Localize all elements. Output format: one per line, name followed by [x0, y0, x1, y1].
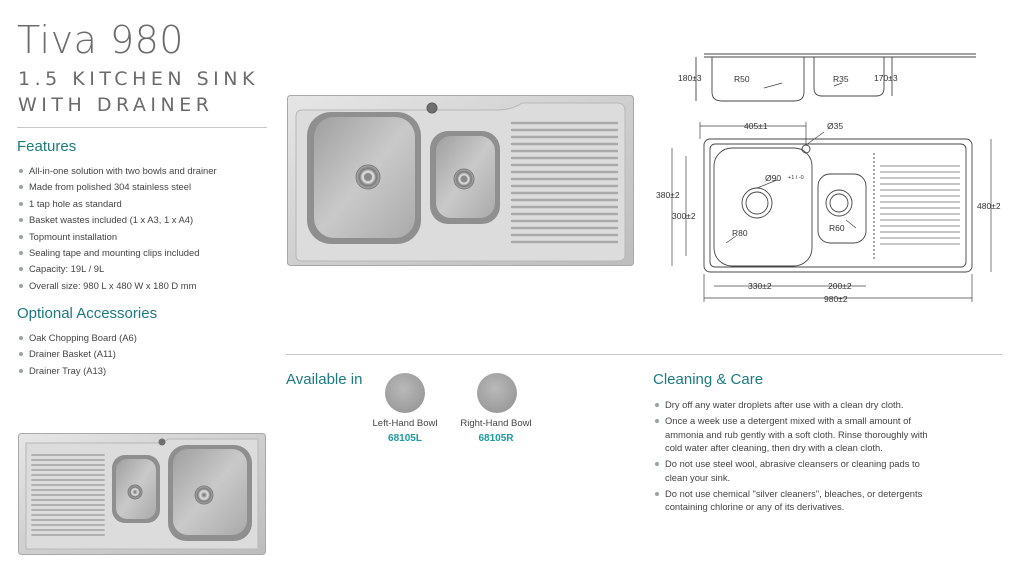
bowl-right-len-dim: 200±2 — [828, 281, 852, 291]
outer-width-dim: 380±2 — [656, 190, 680, 200]
list-item: Do not use steel wool, abrasive cleanser… — [654, 457, 929, 484]
product-title: Tiva 980 — [17, 18, 184, 62]
overall-width-dim: 480±2 — [977, 201, 1001, 211]
list-item: Drainer Tray (A13) — [18, 363, 137, 379]
list-item: Topmount installation — [18, 229, 217, 245]
sink-photo-main — [287, 95, 634, 266]
corner-right-dim: R60 — [829, 223, 845, 233]
overall-len-dim: 980±2 — [824, 294, 848, 304]
depth-right-dim: 170±3 — [874, 73, 898, 83]
cleaning-list: Dry off any water droplets after use wit… — [654, 398, 929, 516]
list-item: Basket wastes included (1 x A3, 1 x A4) — [18, 212, 217, 228]
subtitle-line-2: WITH DRAINER — [18, 94, 214, 116]
radius-right-dim: R35 — [833, 74, 849, 84]
product-subtitle: 1.5 KITCHEN SINK WITH DRAINER — [18, 66, 259, 118]
features-heading: Features — [17, 138, 77, 155]
accessories-list: Oak Chopping Board (A6) Drainer Basket (… — [18, 330, 137, 379]
left-hand-bowl-label: Left-Hand Bowl — [372, 418, 438, 429]
title-divider — [17, 127, 267, 128]
list-item: Capacity: 19L / 9L — [18, 261, 217, 277]
list-item: Drainer Basket (A11) — [18, 346, 137, 362]
technical-drawing: 180±3 R50 R35 170±3 — [656, 53, 1001, 304]
bowl-left-len-dim: 330±2 — [748, 281, 772, 291]
depth-left-dim: 180±3 — [678, 73, 702, 83]
sink-photo-secondary — [18, 433, 266, 555]
section-divider — [286, 354, 1002, 355]
cleaning-heading: Cleaning & Care — [653, 371, 764, 388]
list-item: Dry off any water droplets after use wit… — [654, 398, 929, 412]
list-item: All-in-one solution with two bowls and d… — [18, 163, 217, 179]
accessories-heading: Optional Accessories — [17, 305, 158, 322]
list-item: Sealing tape and mounting clips included — [18, 245, 217, 261]
right-hand-bowl-code: 68105R — [478, 433, 514, 444]
list-item: 1 tap hole as standard — [18, 196, 217, 212]
availability-heading: Available in — [286, 371, 363, 388]
list-item: Made from polished 304 stainless steel — [18, 179, 217, 195]
list-item: Once a week use a detergent mixed with a… — [654, 414, 929, 455]
bowl-width-dim: 300±2 — [672, 211, 696, 221]
list-item: Oak Chopping Board (A6) — [18, 330, 137, 346]
right-hand-bowl-label: Right-Hand Bowl — [460, 418, 532, 429]
waste-hole-dim: Ø90 — [765, 173, 781, 183]
list-item: Overall size: 980 L x 480 W x 180 D mm — [18, 278, 217, 294]
left-hand-bowl-swatch — [385, 373, 425, 413]
tap-hole-dim: Ø35 — [827, 121, 843, 131]
subtitle-line-1: 1.5 KITCHEN SINK — [18, 68, 259, 90]
right-hand-bowl-swatch — [477, 373, 517, 413]
left-hand-bowl-code: 68105L — [388, 433, 422, 444]
waste-tolerance: +1 / -0 — [788, 175, 804, 181]
tap-offset-dim: 405±1 — [744, 121, 768, 131]
list-item: Do not use chemical "silver cleaners", b… — [654, 487, 929, 514]
corner-left-dim: R80 — [732, 228, 748, 238]
features-list: All-in-one solution with two bowls and d… — [18, 163, 217, 294]
radius-left-dim: R50 — [734, 74, 750, 84]
